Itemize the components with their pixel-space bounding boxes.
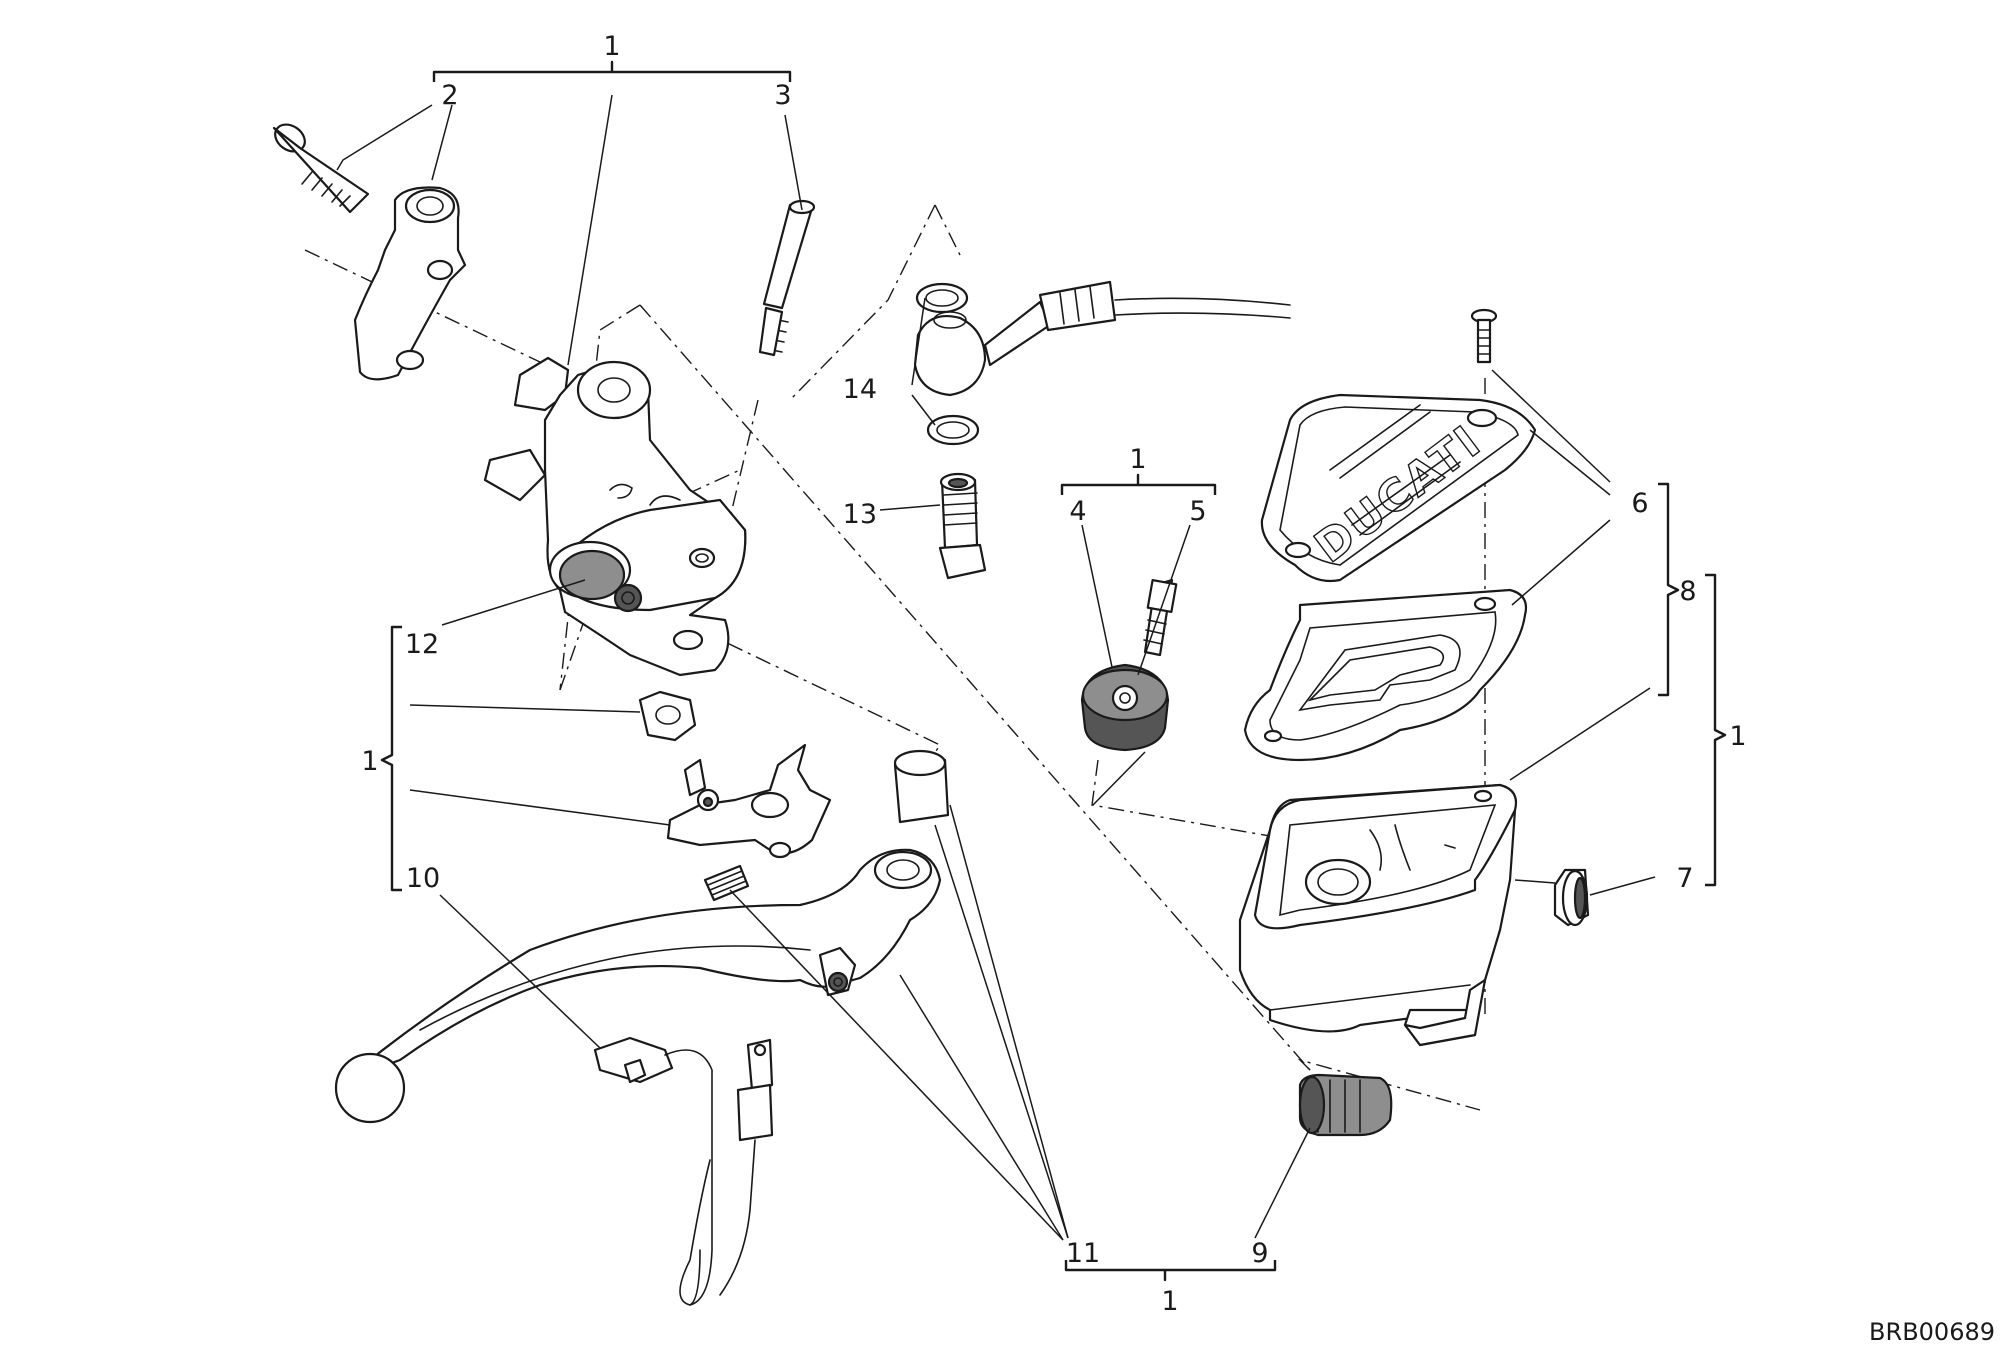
callout-1-left: 1 xyxy=(361,746,378,777)
callout-labels: 1 2 3 14 13 1 4 5 6 6 8 1 7 12 1 10 11 9… xyxy=(361,31,1995,1346)
callout-1-bottom: 1 xyxy=(1161,1286,1178,1317)
master-cylinder-body xyxy=(483,356,747,677)
handlebar-clamp-bolt xyxy=(272,123,370,214)
callout-12: 12 xyxy=(405,629,439,660)
cap-screw xyxy=(1470,308,1498,364)
fluid-reservoir xyxy=(1238,783,1518,1047)
pivot-pin xyxy=(758,199,816,357)
callout-2: 2 xyxy=(441,80,458,111)
callout-1-mid: 1 xyxy=(1129,444,1146,475)
drawing-code: BRB00689 xyxy=(1869,1318,1995,1346)
brake-light-switch xyxy=(593,1036,774,1306)
lever-adjuster xyxy=(666,743,832,859)
banjo-bolt xyxy=(938,472,987,580)
reservoir-grommet xyxy=(1080,578,1178,752)
hex-nut xyxy=(638,690,697,742)
reservoir-seal xyxy=(1553,868,1590,927)
reservoir-diaphragm xyxy=(1243,588,1528,762)
callout-7: 7 xyxy=(1676,863,1693,894)
callout-9: 9 xyxy=(1251,1238,1268,1269)
leader-lines xyxy=(336,94,1656,1241)
pivot-bushing xyxy=(893,749,950,824)
callout-13: 13 xyxy=(843,499,877,530)
banjo-fitting xyxy=(913,280,1291,446)
callout-3: 3 xyxy=(774,80,791,111)
callout-11: 11 xyxy=(1066,1238,1100,1269)
brake-lever xyxy=(334,848,942,1124)
handlebar-clamp xyxy=(353,186,467,381)
callout-1-right: 1 xyxy=(1729,721,1746,752)
callout-8: 8 xyxy=(1679,576,1696,607)
callout-5: 5 xyxy=(1189,496,1206,527)
callout-6-upper: 6 xyxy=(1631,488,1648,519)
hose-plug xyxy=(1298,1073,1393,1137)
callout-4: 4 xyxy=(1069,496,1086,527)
reservoir-cap: DUCATI xyxy=(1260,393,1537,583)
adjuster-spring xyxy=(703,864,750,902)
callout-1-top: 1 xyxy=(603,31,620,62)
callout-10: 10 xyxy=(406,863,440,894)
callout-14: 14 xyxy=(843,374,877,405)
group-brackets xyxy=(380,60,1727,1282)
